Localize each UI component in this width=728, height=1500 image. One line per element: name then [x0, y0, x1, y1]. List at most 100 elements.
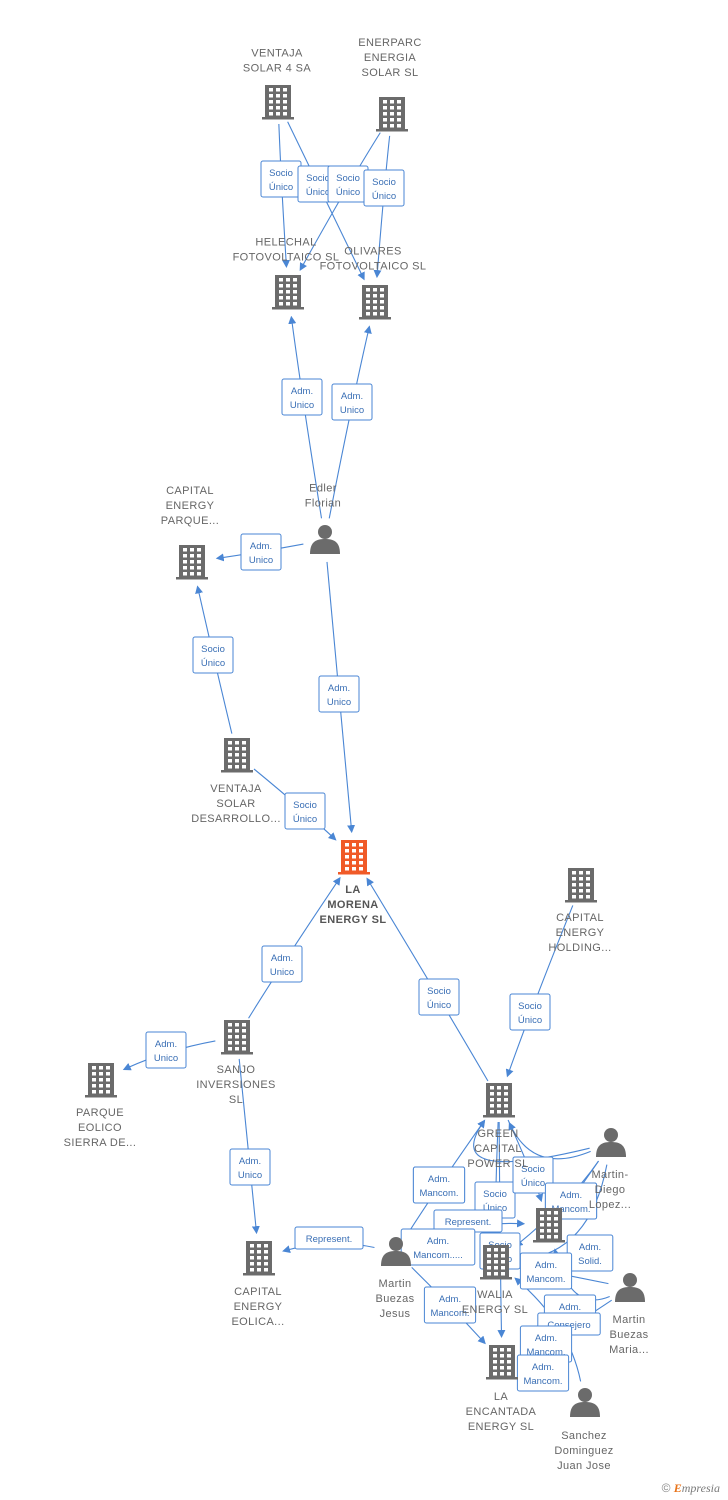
svg-text:Socio: Socio: [518, 1001, 542, 1012]
building-icon: [486, 1345, 518, 1380]
node-label: ENERGY SL: [320, 914, 387, 926]
svg-text:Adm.: Adm.: [328, 683, 350, 694]
svg-text:Mancom.....: Mancom.....: [413, 1250, 463, 1261]
node-label: DESARROLLO...: [191, 813, 281, 825]
edge-label-sanjo-to-capeolica[interactable]: Adm.Unico: [229, 1148, 271, 1186]
node-label: ENERGY SL: [462, 1304, 528, 1316]
node-label: Juan Jose: [557, 1460, 611, 1472]
edge-label-martinjesus-to-walia[interactable]: Adm.Mancom.....: [400, 1228, 476, 1266]
node-ventajades[interactable]: VENTAJASOLARDESARROLLO...: [191, 738, 281, 825]
edge-label-sanjo-to-parqueeol[interactable]: Adm.Unico: [145, 1031, 187, 1069]
edge-label-martinjesus-to-capeolica[interactable]: Represent.: [294, 1226, 364, 1250]
edge-label-martinjesus-to-greencap[interactable]: Adm. Mancom.: [412, 1166, 466, 1204]
building-icon: [483, 1083, 515, 1118]
edge-label-martindiego-to-walia[interactable]: Adm.Solid.: [566, 1234, 614, 1272]
node-label: OLIVARES: [344, 246, 401, 258]
svg-text:Unico: Unico: [327, 697, 351, 708]
node-label: CAPITAL: [234, 1286, 282, 1298]
node-capparque[interactable]: CAPITALENERGYPARQUE...: [161, 485, 219, 580]
empresia-logo[interactable]: Empresia: [673, 1481, 720, 1495]
node-label: CAPITAL: [556, 912, 604, 924]
edge-label-edler-to-olivares[interactable]: Adm.Unico: [331, 383, 373, 421]
node-label: Maria...: [609, 1344, 649, 1356]
svg-text:Mancom.: Mancom.: [419, 1188, 458, 1199]
node-label: SANJO: [217, 1064, 256, 1076]
node-label: FOTOVOLTAICO SL: [233, 252, 340, 264]
node-capeolica[interactable]: CAPITAL ENERGY EOLICA...: [231, 1241, 284, 1328]
node-helechal[interactable]: HELECHAL FOTOVOLTAICO SL: [233, 237, 340, 310]
svg-text:Único: Único: [427, 1000, 451, 1011]
node-label: HELECHAL: [255, 237, 316, 249]
svg-text:Único: Único: [293, 814, 317, 825]
svg-text:Único: Único: [269, 182, 293, 193]
svg-text:Socio: Socio: [336, 173, 360, 184]
svg-text:Adm.: Adm.: [428, 1174, 450, 1185]
node-label: PARQUE...: [161, 515, 219, 527]
node-capholding[interactable]: CAPITALENERGYHOLDING...: [548, 868, 611, 954]
edge-label-martinjesus-to-encantada[interactable]: Adm.Mancom.: [423, 1286, 477, 1324]
node-martinmaria[interactable]: MartinBuezasMaria...: [609, 1273, 649, 1356]
edge-label-sanjo-to-lamorena[interactable]: Adm.Unico: [261, 945, 303, 983]
svg-text:Adm.: Adm.: [532, 1362, 554, 1373]
svg-text:Adm.: Adm.: [535, 1333, 557, 1344]
node-label: ENERGIA: [364, 52, 417, 64]
svg-text:Represent.: Represent.: [306, 1234, 352, 1245]
svg-text:Adm.: Adm.: [579, 1242, 601, 1253]
node-label: Martin-: [591, 1169, 628, 1181]
svg-text:Adm.: Adm.: [239, 1156, 261, 1167]
node-label: Buezas: [609, 1329, 648, 1341]
node-label: Lopez...: [589, 1199, 631, 1211]
svg-text:Socio: Socio: [269, 168, 293, 179]
building-icon: [533, 1208, 565, 1243]
edge-label-martinmaria-to-encantada[interactable]: Adm.Mancom.: [519, 1325, 573, 1363]
svg-text:Socio: Socio: [372, 177, 396, 188]
edge-label-martinmaria-to-walia[interactable]: Adm.Mancom.: [519, 1252, 573, 1290]
edge-label-sanchez-to-encantada[interactable]: Adm.Mancom.: [516, 1354, 570, 1392]
svg-text:Socio: Socio: [483, 1189, 507, 1200]
node-label: ENERGY: [234, 1301, 283, 1313]
node-label: SOLAR: [216, 798, 255, 810]
edge-label-edler-to-helechal[interactable]: Adm.Unico: [281, 378, 323, 416]
svg-text:Único: Único: [336, 187, 360, 198]
node-label: LA: [345, 884, 360, 896]
node-martindiego[interactable]: Martin-DiegoLopez...: [589, 1128, 631, 1211]
svg-text:Unico: Unico: [154, 1053, 178, 1064]
svg-text:Unico: Unico: [249, 555, 273, 566]
building-icon: [243, 1241, 275, 1276]
node-midcomp[interactable]: [533, 1208, 565, 1243]
edge-label-edler-to-capparque[interactable]: Adm.Unico: [240, 533, 282, 571]
svg-text:Adm.: Adm.: [535, 1260, 557, 1271]
building-icon: [221, 1020, 253, 1055]
copyright-symbol: ©: [661, 1481, 671, 1495]
edge-label-edler-to-lamorena[interactable]: Adm. Unico: [318, 675, 360, 713]
node-label: EOLICA...: [231, 1316, 284, 1328]
svg-text:Adm.: Adm.: [271, 953, 293, 964]
person-icon: [615, 1273, 645, 1302]
node-label: LA: [494, 1391, 509, 1403]
person-icon: [310, 525, 340, 554]
node-label: Florian: [305, 498, 341, 510]
svg-text:Adm.: Adm.: [560, 1190, 582, 1201]
